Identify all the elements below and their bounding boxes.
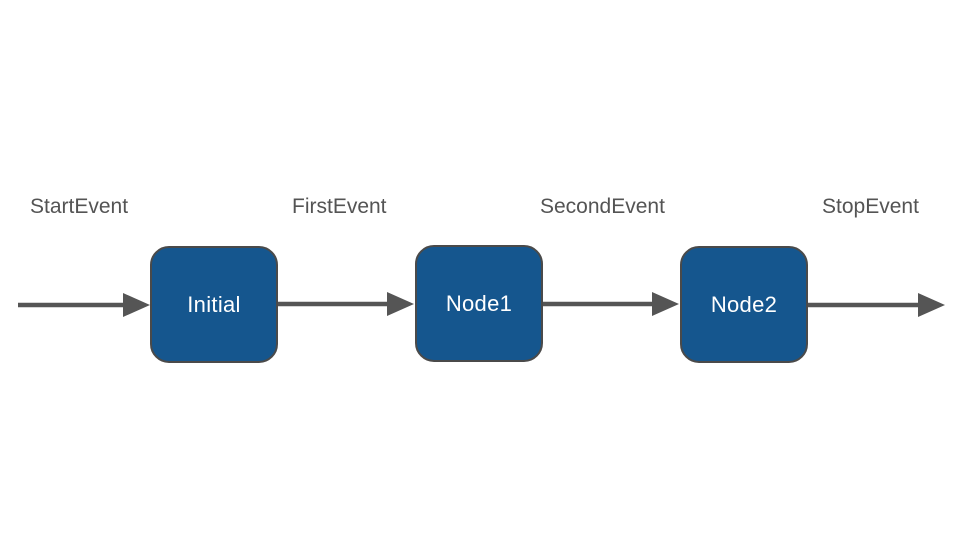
arrow-start-to-initial-head xyxy=(123,293,150,317)
edge-label-stop-event: StopEvent xyxy=(822,195,919,218)
arrow-node1-to-node2-head xyxy=(652,292,679,316)
node-node1: Node1 xyxy=(415,245,543,362)
node-node2: Node2 xyxy=(680,246,808,363)
node-initial: Initial xyxy=(150,246,278,363)
edge-label-second-event: SecondEvent xyxy=(540,195,665,218)
node-node2-label: Node2 xyxy=(710,291,778,317)
edge-label-first-event: FirstEvent xyxy=(292,195,387,218)
arrow-initial-to-node1-head xyxy=(387,292,414,316)
node-node1-label: Node1 xyxy=(445,290,513,316)
node-initial-label: Initial xyxy=(187,291,241,317)
edge-label-start-event: StartEvent xyxy=(30,195,129,218)
arrow-node2-to-stop-head xyxy=(918,293,945,317)
